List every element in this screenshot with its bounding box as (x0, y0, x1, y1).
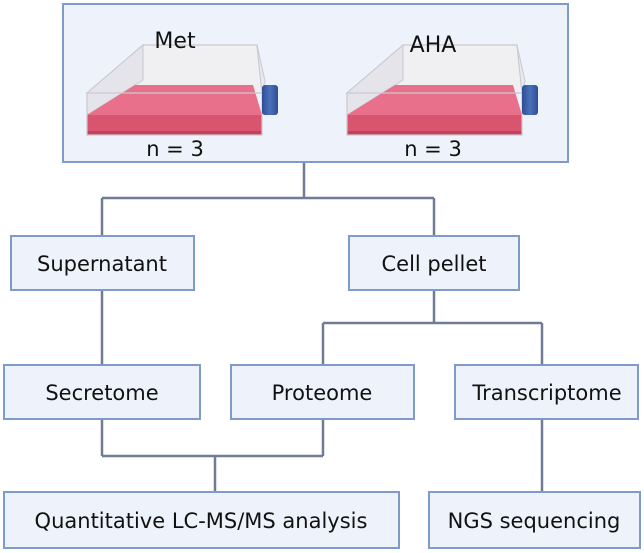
condition-n-aha: n = 3 (404, 137, 462, 161)
flask-icon (345, 43, 538, 136)
connector-merge (100, 419, 325, 492)
ngs-sequencing-label: NGS sequencing (448, 509, 621, 533)
condition-label-met: Met (154, 29, 196, 54)
secretome-box (3, 364, 201, 420)
flask-icon (85, 43, 278, 136)
transcriptome-box (454, 364, 639, 420)
supernatant-box (10, 235, 195, 291)
connector-pellet-split (321, 290, 544, 365)
proteome-box (230, 364, 415, 420)
connector-top-split (100, 162, 436, 236)
supernatant-label: Supernatant (37, 252, 167, 276)
lcms-analysis-box (3, 491, 400, 549)
proteome-label: Proteome (272, 381, 373, 405)
cell-pellet-box (348, 235, 520, 291)
transcriptome-label: Transcriptome (471, 381, 621, 405)
connectors (100, 162, 544, 492)
lcms-analysis-label: Quantitative LC-MS/MS analysis (35, 509, 368, 533)
condition-label-aha: AHA (410, 33, 457, 58)
secretome-label: Secretome (45, 381, 158, 405)
ngs-sequencing-box (428, 491, 641, 549)
condition-n-met: n = 3 (146, 137, 204, 161)
cell-pellet-label: Cell pellet (382, 252, 487, 276)
